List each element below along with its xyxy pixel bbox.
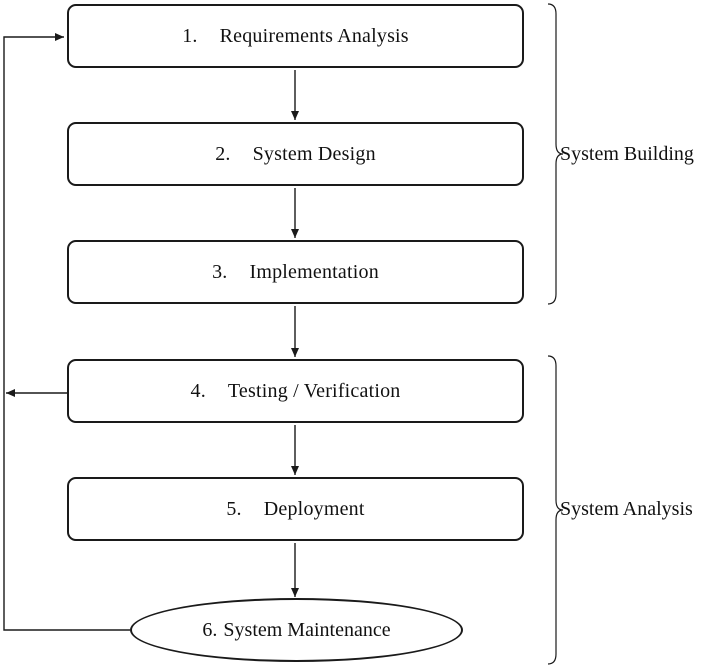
step-label: Implementation (249, 260, 379, 283)
step-number: 2. (215, 142, 231, 165)
brace-system-analysis (547, 355, 564, 665)
feedback-loop-line (3, 33, 130, 631)
step-system-maintenance: 6. System Maintenance (130, 598, 463, 662)
step-number: 1. (182, 24, 198, 47)
step-label: Deployment (263, 497, 365, 520)
step-deployment: 5. Deployment (67, 477, 524, 541)
step-system-design: 2. System Design (67, 122, 524, 186)
brace-system-building (547, 3, 564, 305)
step-label: Requirements Analysis (219, 24, 409, 47)
step-number: 3. (212, 260, 228, 283)
step-number: 5. (226, 497, 242, 520)
step-number: 6. (202, 618, 218, 641)
step-implementation: 3. Implementation (67, 240, 524, 304)
step-requirements-analysis: 1. Requirements Analysis (67, 4, 524, 68)
step-label: System Design (252, 142, 376, 165)
step-number: 4. (190, 379, 206, 402)
step-label: System Maintenance (223, 618, 391, 641)
step-testing-verification: 4. Testing / Verification (67, 359, 524, 423)
group-label-system-analysis: System Analysis (560, 498, 693, 520)
group-label-system-building: System Building (560, 143, 694, 165)
step-label: Testing / Verification (227, 379, 401, 402)
